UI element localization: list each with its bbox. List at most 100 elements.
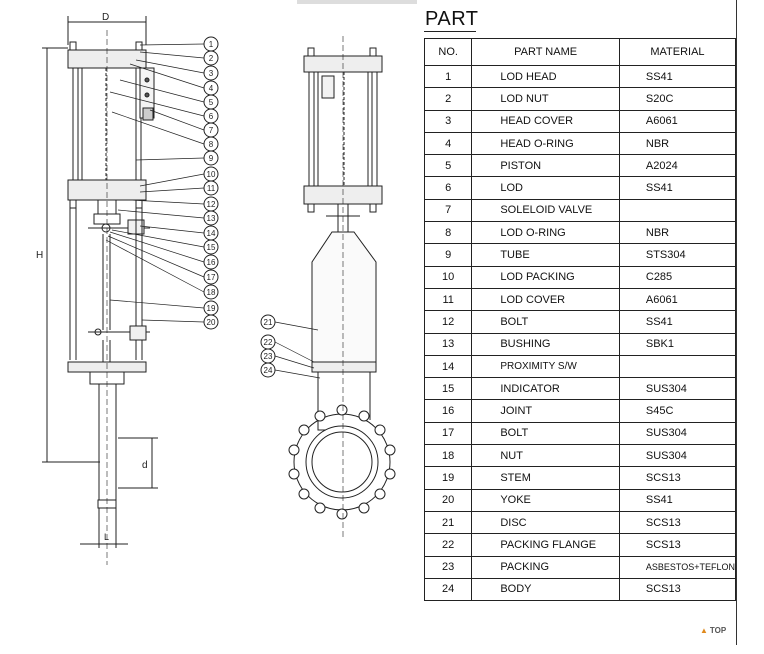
- callout-16: 16: [203, 254, 219, 270]
- title-underline: [424, 31, 476, 32]
- callout-3: 3: [203, 65, 219, 81]
- row-number: 17: [423, 421, 473, 446]
- row-part-name: HEAD O-RING: [471, 131, 620, 156]
- row-material: NBR: [618, 131, 737, 156]
- svg-text:18: 18: [207, 288, 216, 297]
- row-number: 2: [423, 87, 473, 111]
- row-number: 5: [423, 154, 473, 178]
- svg-text:19: 19: [207, 304, 216, 313]
- callout-19: 19: [203, 300, 219, 316]
- callout-18: 18: [203, 284, 219, 300]
- row-material: SCS13: [618, 577, 737, 602]
- row-material: SS41: [618, 488, 737, 512]
- row-material: SS41: [618, 64, 737, 89]
- callout-6: 6: [203, 108, 219, 124]
- svg-text:10: 10: [207, 170, 216, 179]
- svg-text:6: 6: [209, 112, 214, 121]
- row-part-name: SOLELOID VALVE: [471, 198, 620, 223]
- row-part-name: PROXIMITY S/W: [471, 354, 620, 379]
- row-part-name: LOD PACKING: [471, 265, 620, 289]
- row-part-name: LOD: [471, 176, 620, 200]
- row-number: 14: [423, 354, 473, 379]
- row-material: S45C: [618, 399, 737, 423]
- row-material: [618, 198, 737, 223]
- callout-15: 15: [203, 239, 219, 255]
- row-material: A2024: [618, 154, 737, 178]
- row-material: SS41: [618, 310, 737, 334]
- row-number: 8: [423, 221, 473, 245]
- svg-text:21: 21: [264, 318, 273, 327]
- row-material: [618, 354, 737, 379]
- row-part-name: YOKE: [471, 488, 620, 512]
- row-material: SCS13: [618, 533, 737, 557]
- callout-23: 23: [260, 348, 276, 364]
- row-number: 20: [423, 488, 473, 512]
- svg-text:12: 12: [207, 200, 216, 209]
- callout-7: 7: [203, 122, 219, 138]
- row-number: 1: [423, 64, 473, 89]
- svg-text:20: 20: [207, 318, 216, 327]
- row-material: ASBESTOS+TEFLON: [618, 555, 737, 579]
- svg-text:1: 1: [209, 40, 214, 49]
- row-material: NBR: [618, 221, 737, 245]
- svg-text:13: 13: [207, 214, 216, 223]
- row-material: S20C: [618, 87, 737, 111]
- row-part-name: NUT: [471, 444, 620, 468]
- row-number: 13: [423, 332, 473, 356]
- svg-text:24: 24: [264, 366, 273, 375]
- page-right-rule: [736, 0, 737, 645]
- up-arrow-icon: ▲: [700, 626, 708, 635]
- row-number: 15: [423, 377, 473, 401]
- row-material: SBK1: [618, 332, 737, 356]
- dim-label-D: D: [102, 12, 109, 23]
- back-to-top-link[interactable]: ▲TOP: [700, 626, 727, 635]
- row-part-name: INDICATOR: [471, 377, 620, 401]
- row-part-name: PACKING: [471, 555, 620, 579]
- callout-8: 8: [203, 136, 219, 152]
- callout-5: 5: [203, 94, 219, 110]
- svg-text:15: 15: [207, 243, 216, 252]
- row-part-name: PACKING FLANGE: [471, 533, 620, 557]
- header-material: MATERIAL: [618, 38, 737, 66]
- row-number: 7: [423, 198, 473, 223]
- header-part-name: PART NAME: [471, 38, 620, 66]
- row-number: 24: [423, 577, 473, 602]
- dim-label-H: H: [36, 250, 43, 261]
- svg-text:16: 16: [207, 258, 216, 267]
- row-material: A6061: [618, 109, 737, 133]
- row-part-name: STEM: [471, 466, 620, 490]
- row-number: 23: [423, 555, 473, 579]
- row-part-name: BUSHING: [471, 332, 620, 356]
- callout-22: 22: [260, 334, 276, 350]
- row-number: 4: [423, 131, 473, 156]
- row-part-name: BOLT: [471, 310, 620, 334]
- row-part-name: LOD COVER: [471, 287, 620, 312]
- row-part-name: LOD NUT: [471, 87, 620, 111]
- svg-text:4: 4: [209, 84, 214, 93]
- front-view: D H: [36, 12, 205, 565]
- dim-label-d: d: [142, 460, 148, 471]
- svg-text:22: 22: [264, 338, 273, 347]
- svg-text:5: 5: [209, 98, 214, 107]
- svg-text:17: 17: [207, 273, 216, 282]
- svg-text:8: 8: [209, 140, 214, 149]
- row-material: SUS304: [618, 421, 737, 446]
- row-part-name: LOD O-RING: [471, 221, 620, 245]
- callout-11: 11: [203, 180, 219, 196]
